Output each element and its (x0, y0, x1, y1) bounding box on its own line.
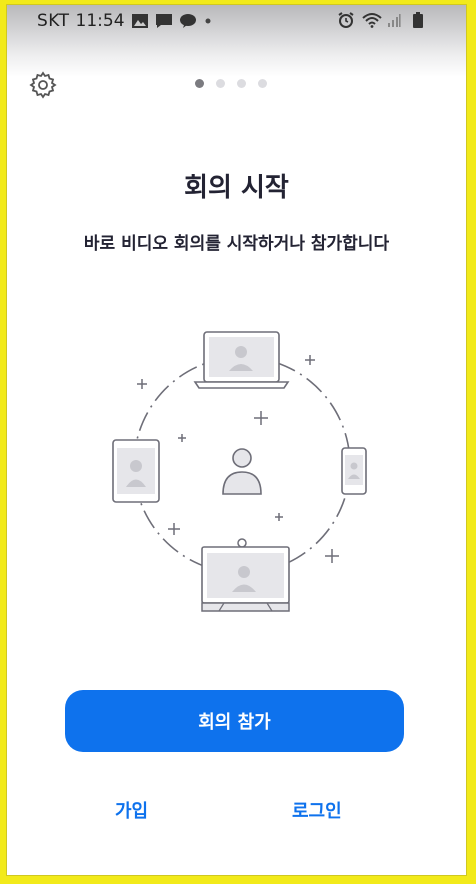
carrier-label: SKT (37, 11, 70, 31)
status-bar: SKT 11:54 (7, 5, 466, 77)
login-link[interactable]: 로그인 (292, 801, 342, 822)
talk-icon (179, 13, 197, 29)
message-icon (155, 13, 173, 29)
gallery-icon (131, 13, 149, 29)
page-dot-4[interactable] (258, 79, 267, 88)
person-icon (222, 448, 262, 495)
tablet-icon (112, 439, 160, 503)
room-display-icon (201, 538, 290, 612)
status-bar-left: SKT 11:54 (37, 11, 221, 31)
app-screen: SKT 11:54 (6, 4, 467, 876)
phone-icon (341, 447, 367, 495)
laptop-icon (193, 331, 290, 389)
wifi-icon (362, 12, 382, 28)
battery-icon (412, 12, 430, 28)
status-bar-right (337, 12, 430, 28)
meeting-illustration (99, 327, 369, 617)
alarm-icon (337, 12, 355, 28)
page-title: 회의 시작 (184, 173, 289, 203)
more-notifications-icon (203, 13, 221, 29)
page-dot-1[interactable] (195, 79, 204, 88)
page-dot-3[interactable] (237, 79, 246, 88)
signup-link[interactable]: 가입 (115, 801, 149, 822)
join-meeting-button[interactable]: 회의 참가 (65, 690, 404, 752)
settings-gear-icon[interactable] (29, 71, 57, 99)
page-indicator (195, 79, 267, 88)
page-dot-2[interactable] (216, 79, 225, 88)
signal-icon (387, 12, 405, 28)
clock-label: 11:54 (75, 11, 125, 31)
page-subtitle: 바로 비디오 회의를 시작하거나 참가합니다 (83, 234, 390, 254)
